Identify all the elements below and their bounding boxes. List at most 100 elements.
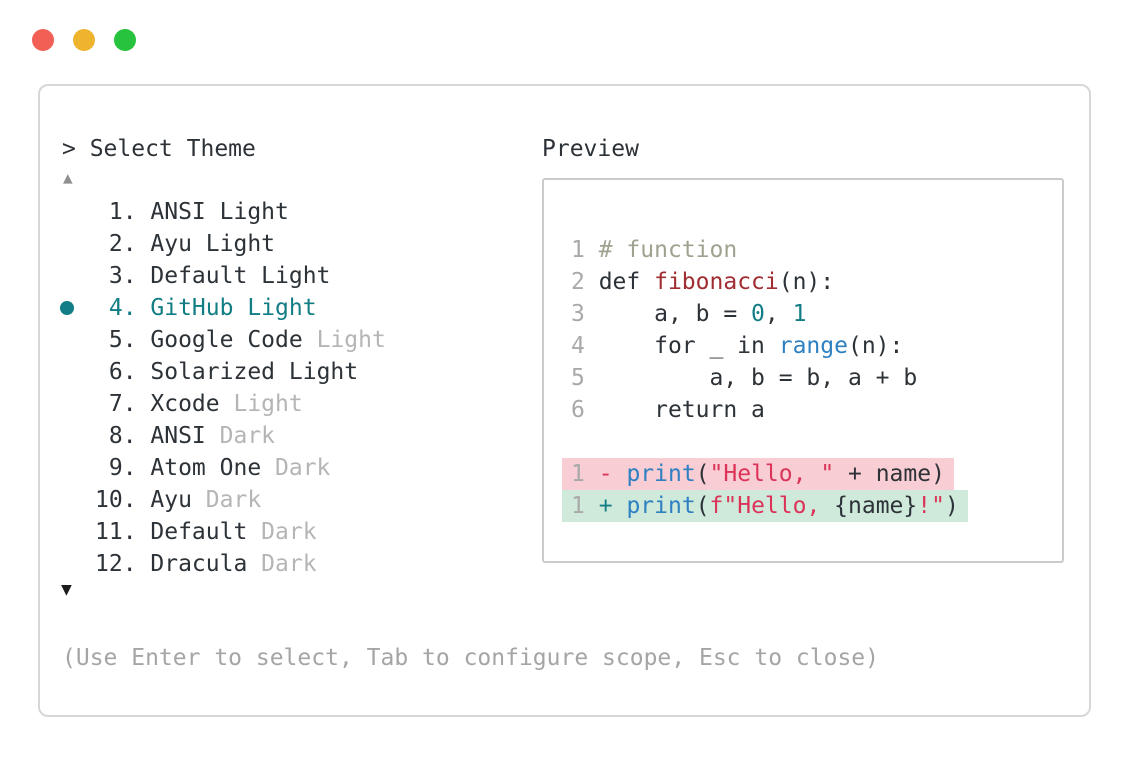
- code-token-text: (: [695, 461, 710, 487]
- theme-number: 3.: [95, 263, 151, 289]
- theme-variant: Light: [219, 199, 289, 225]
- code-token-text: return a: [584, 397, 765, 423]
- code-token-string: !": [917, 493, 945, 519]
- code-token-builtin: print: [626, 461, 696, 487]
- code-token-text: for _ in: [584, 333, 779, 359]
- code-token-number_literal: 1: [792, 301, 807, 327]
- theme-name: Google Code: [150, 327, 317, 353]
- window-controls: [32, 29, 136, 51]
- code-token-text: {name}: [834, 493, 918, 519]
- dialog-title: > Select Theme: [62, 136, 256, 162]
- preview-title: Preview: [542, 136, 639, 162]
- code-token-string: "Hello, ": [709, 461, 835, 487]
- hint-text: (Use Enter to select, Tab to configure s…: [62, 645, 879, 671]
- code-token-text: (n):: [778, 269, 835, 295]
- theme-option-atom-one-dark[interactable]: 9. Atom One Dark: [59, 452, 386, 484]
- theme-variant: Dark: [261, 519, 317, 545]
- close-button[interactable]: [32, 29, 54, 51]
- code-token-diff_add: +: [598, 493, 613, 519]
- theme-variant: Light: [205, 231, 276, 257]
- diff-added-line: 1 + print(f"Hello, {name}!"): [562, 490, 968, 522]
- code-token-line_number: 1: [571, 493, 585, 519]
- theme-picker-dialog: > Select Theme Preview ▲ 1. ANSI Light 2…: [38, 84, 1091, 717]
- code-line-6: 6 return a: [571, 394, 968, 426]
- scroll-up-icon[interactable]: ▲: [63, 168, 73, 187]
- code-token-text: (: [695, 493, 710, 519]
- code-line-1: 1 # function: [571, 234, 968, 266]
- theme-name: ANSI: [150, 199, 220, 225]
- code-token-text: def: [584, 269, 655, 295]
- code-token-line_number: 1: [571, 237, 585, 263]
- code-line-3: 3 a, b = 0, 1: [571, 298, 968, 330]
- code-line-2: 2 def fibonacci(n):: [571, 266, 968, 298]
- selected-marker: [59, 292, 95, 324]
- theme-option-default-light[interactable]: 3. Default Light: [59, 260, 386, 292]
- theme-name: ANSI: [150, 423, 220, 449]
- theme-option-ansi-dark[interactable]: 8. ANSI Dark: [59, 420, 386, 452]
- theme-variant: Light: [233, 391, 303, 417]
- code-token-line_number: 6: [571, 397, 585, 423]
- theme-variant: Light: [288, 359, 359, 385]
- code-line-4: 4 for _ in range(n):: [571, 330, 968, 362]
- code-token-text: [585, 237, 599, 263]
- theme-option-solarized-light[interactable]: 6. Solarized Light: [59, 356, 386, 388]
- marker-slot: [59, 516, 95, 548]
- theme-option-dracula-dark[interactable]: 12. Dracula Dark: [59, 548, 386, 580]
- diff-added-highlight: 1 + print(f"Hello, {name}!"): [562, 490, 968, 522]
- code-line-7: [571, 426, 968, 458]
- theme-number: 1.: [95, 199, 151, 225]
- theme-name: Ayu: [150, 487, 206, 513]
- theme-option-default-dark[interactable]: 11. Default Dark: [59, 516, 386, 548]
- theme-variant: Light: [247, 295, 317, 321]
- marker-slot: [59, 228, 95, 260]
- theme-number: 6.: [95, 359, 151, 385]
- code-token-line_number: 3: [571, 301, 585, 327]
- code-line-5: 5 a, b = b, a + b: [571, 362, 968, 394]
- theme-variant: Dark: [275, 455, 331, 481]
- theme-name: Atom One: [150, 455, 276, 481]
- theme-option-ayu-light[interactable]: 2. Ayu Light: [59, 228, 386, 260]
- theme-option-ayu-dark[interactable]: 10. Ayu Dark: [59, 484, 386, 516]
- theme-option-ansi-light[interactable]: 1. ANSI Light: [59, 196, 386, 228]
- marker-slot: [59, 356, 95, 388]
- code-token-diff_del: -: [598, 461, 613, 487]
- theme-name: Default: [150, 263, 262, 289]
- code-token-text: [585, 461, 599, 487]
- marker-slot: [59, 548, 95, 580]
- marker-slot: [59, 324, 95, 356]
- theme-option-xcode-light[interactable]: 7. Xcode Light: [59, 388, 386, 420]
- code-token-text: ): [944, 493, 959, 519]
- marker-slot: [59, 484, 95, 516]
- marker-slot: [59, 420, 95, 452]
- theme-number: 11.: [95, 519, 151, 545]
- theme-option-google-code-light[interactable]: 5. Google Code Light: [59, 324, 386, 356]
- code-token-builtin: range: [778, 333, 848, 359]
- selected-bullet-icon: [60, 301, 74, 315]
- diff-removed-line: 1 - print("Hello, " + name): [562, 458, 968, 490]
- theme-name: Default: [150, 519, 262, 545]
- code-token-number_literal: 0: [751, 301, 765, 327]
- code-token-text: a, b =: [584, 301, 752, 327]
- zoom-button[interactable]: [114, 29, 136, 51]
- theme-list: 1. ANSI Light 2. Ayu Light 3. Default Li…: [59, 196, 386, 580]
- code-token-text: + name): [834, 461, 945, 487]
- theme-name: Xcode: [150, 391, 234, 417]
- scroll-down-icon[interactable]: ▼: [61, 579, 72, 600]
- code-token-text: [613, 461, 627, 487]
- code-token-text: (n):: [847, 333, 904, 359]
- theme-name: Solarized: [150, 359, 289, 385]
- minimize-button[interactable]: [73, 29, 95, 51]
- theme-number: 8.: [95, 423, 151, 449]
- marker-slot: [59, 196, 95, 228]
- diff-removed-highlight: 1 - print("Hello, " + name): [562, 458, 954, 490]
- code-token-text: [613, 493, 627, 519]
- code-token-string: f"Hello,: [709, 493, 835, 519]
- theme-variant: Light: [316, 327, 386, 353]
- theme-number: 5.: [95, 327, 151, 353]
- code-token-text: [585, 493, 599, 519]
- theme-option-github-light[interactable]: 4. GitHub Light: [59, 292, 386, 324]
- code-token-line_number: 5: [571, 365, 585, 391]
- theme-number: 10.: [95, 487, 151, 513]
